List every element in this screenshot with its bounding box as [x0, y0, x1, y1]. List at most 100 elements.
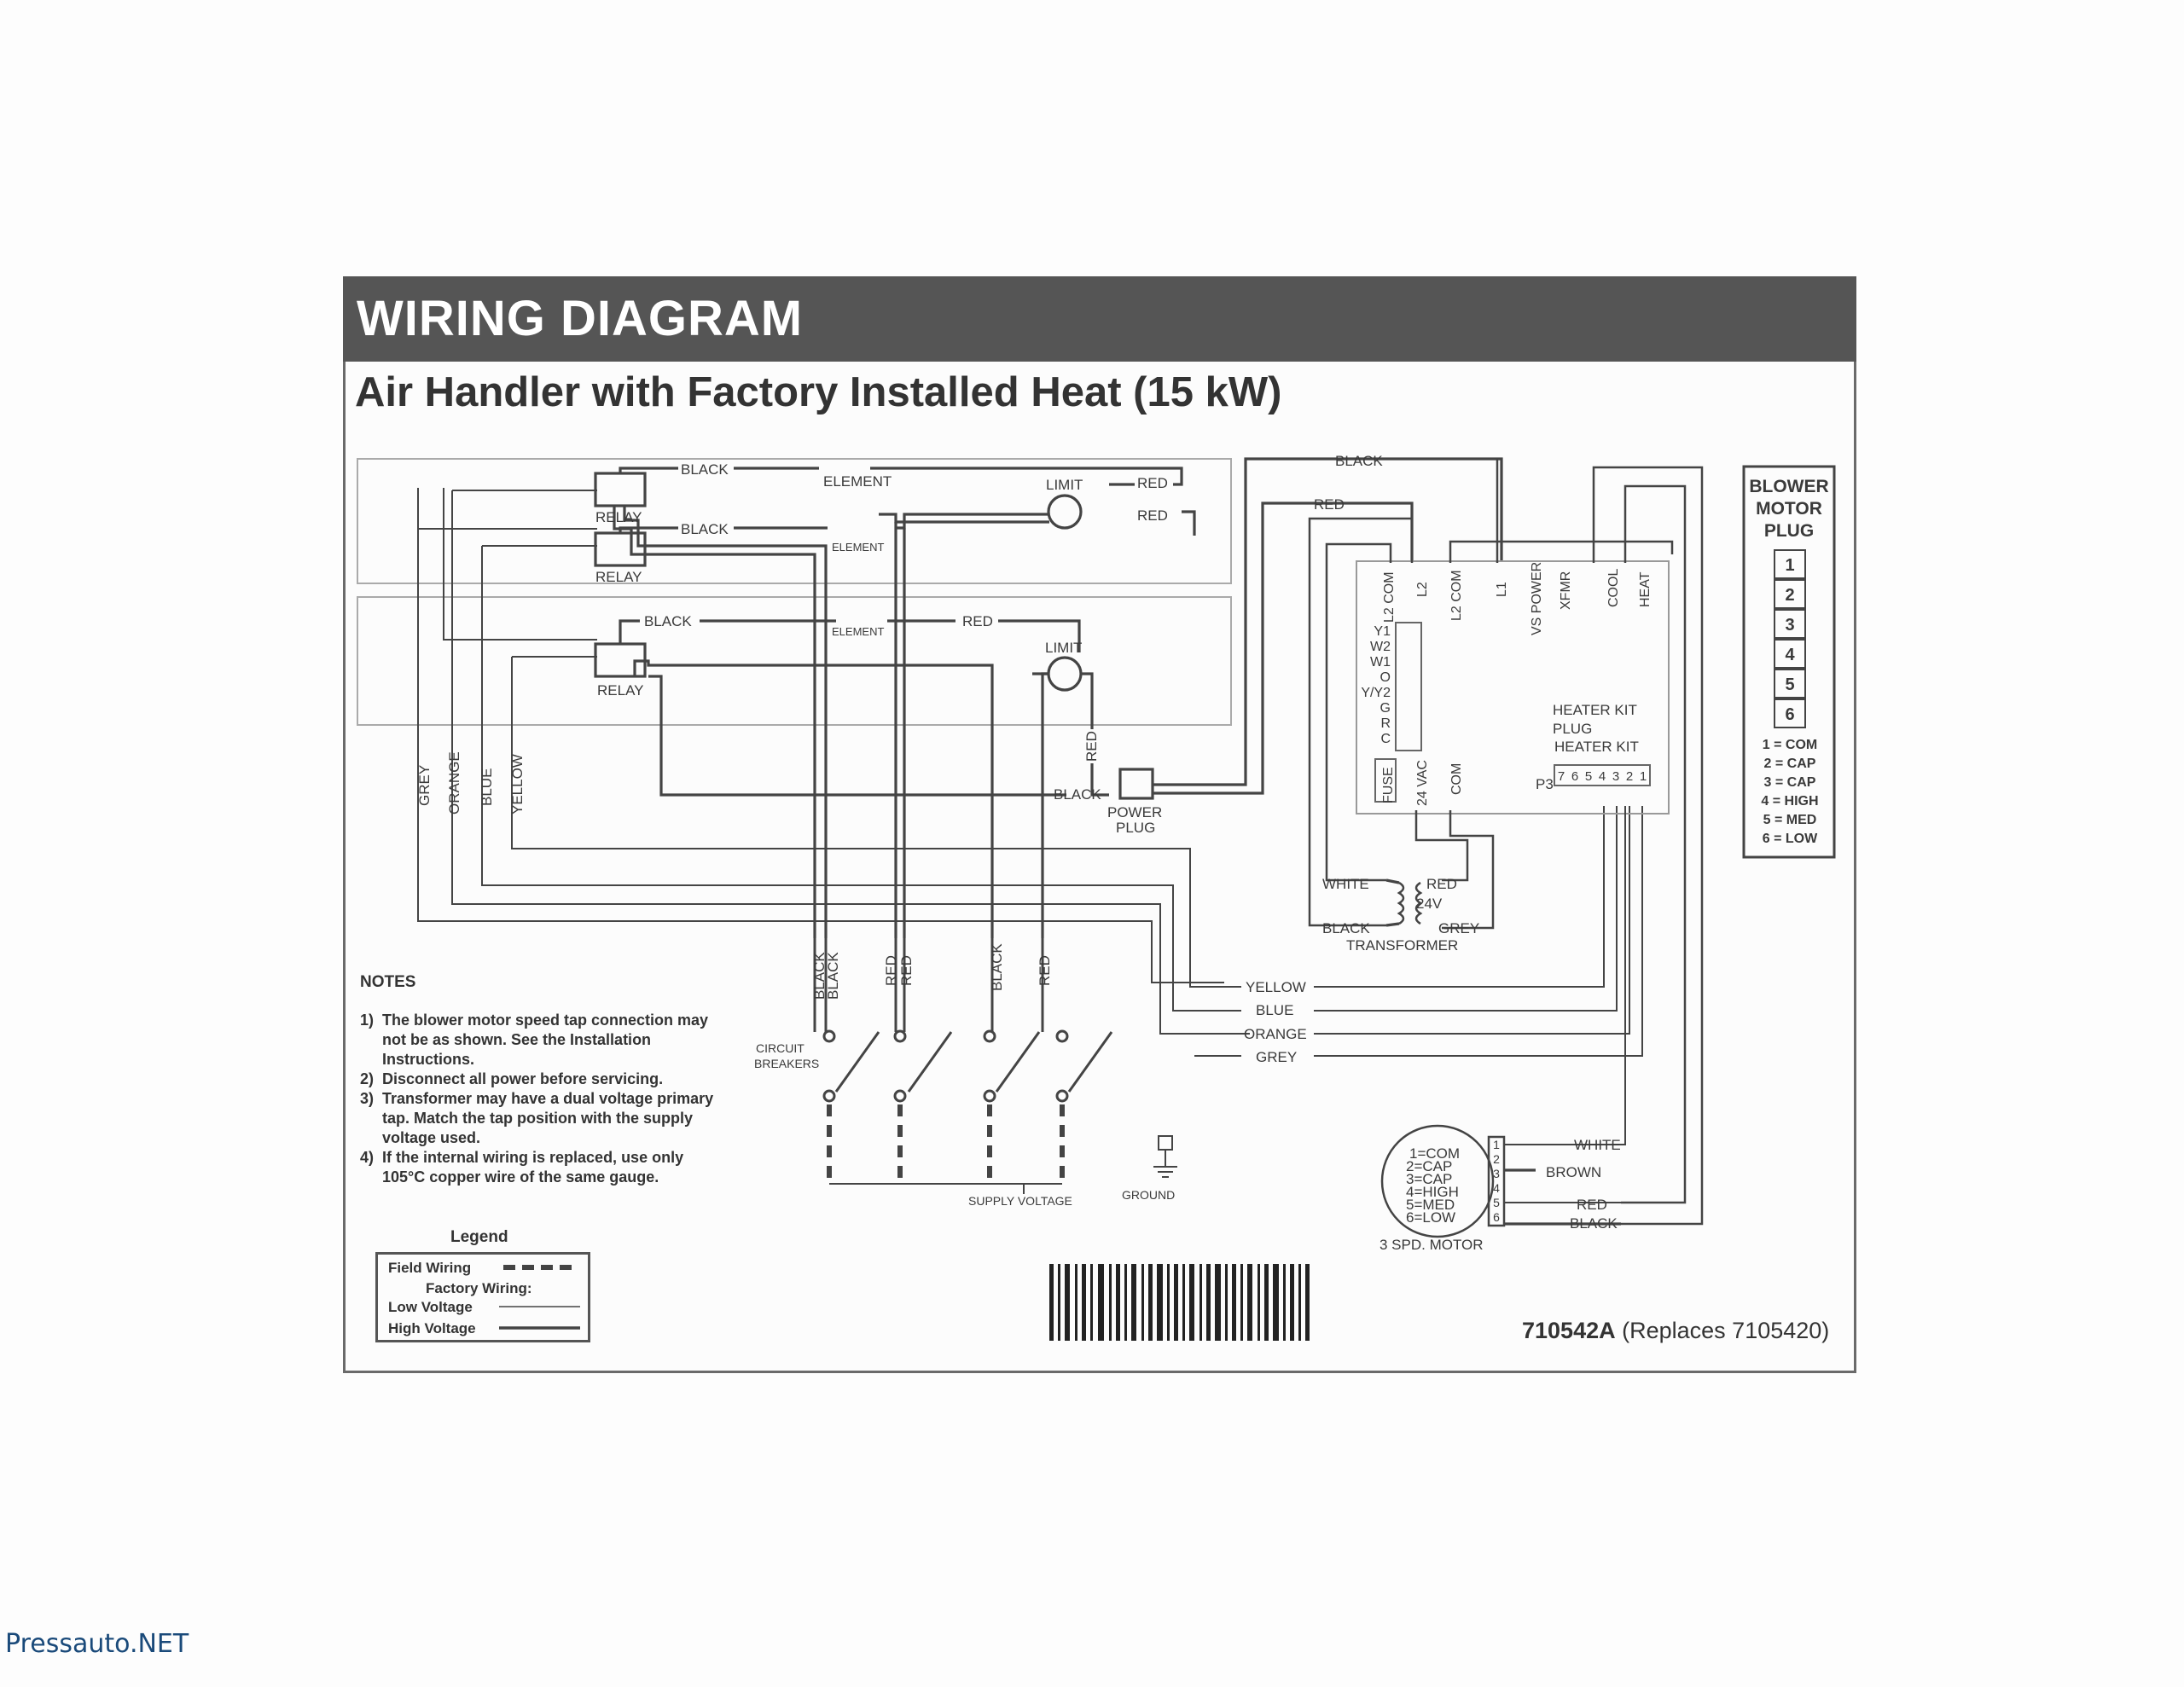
part-number: 710542A (Replaces 7105420): [1522, 1318, 1829, 1344]
terminal-r: R: [1380, 716, 1391, 731]
terminal-y1: Y1: [1374, 624, 1391, 639]
label-relay-3: RELAY: [597, 682, 644, 699]
motor-circle: [1380, 1124, 1495, 1238]
terminal-cool: COOL: [1606, 569, 1621, 607]
heater-kit-plug-line-2: PLUG: [1553, 721, 1592, 737]
blower-pin: 4: [1785, 646, 1795, 664]
control-board-bottom-terminals: FUSE 24 VAC COM: [1381, 760, 1464, 806]
blower-key-line: 6 = LOW: [1763, 832, 1818, 846]
notes-heading: NOTES: [360, 973, 416, 991]
p3-pin: 4: [1599, 769, 1606, 784]
heater-kit-plug-line-1: HEATER KIT: [1553, 702, 1637, 718]
diagram-subtitle: Air Handler with Factory Installed Heat …: [355, 369, 1282, 415]
label-black-7: BLACK: [1570, 1215, 1618, 1232]
motor-pin: 4: [1493, 1181, 1500, 1195]
label-grey-2: GREY: [1256, 1049, 1297, 1065]
motor-terminal-strip: [1487, 1135, 1506, 1227]
blower-motor-plug-key: 1 = COM 2 = CAP 3 = CAP 4 = HIGH 5 = MED…: [1761, 738, 1818, 846]
note-item: 1) The blower motor speed tap connection…: [360, 1011, 718, 1070]
terminal-y-y2: Y/Y2: [1361, 686, 1391, 700]
transformer-secondary: [1414, 881, 1423, 925]
legend-factory-wiring: Factory Wiring:: [426, 1280, 532, 1296]
blower-motor-plug-box: [1742, 465, 1836, 859]
motor-pin: 5: [1493, 1196, 1500, 1209]
terminal-w2: W2: [1370, 640, 1391, 654]
terminal-l2-com-2: L2 COM: [1449, 570, 1464, 621]
label-black-5: BLACK: [1335, 453, 1383, 469]
note-item: 4) If the internal wiring is replaced, u…: [360, 1148, 718, 1187]
motor-label: 3 SPD. MOTOR: [1380, 1237, 1484, 1253]
motor-pin: 1: [1493, 1138, 1500, 1151]
label-red-6: RED: [1577, 1197, 1607, 1213]
p3-pin-numbers: 7 6 5 4 3 2 1: [1558, 769, 1647, 784]
label-blue-vertical: BLUE: [479, 768, 495, 806]
circuit-breakers-label-2: BREAKERS: [754, 1057, 819, 1070]
barcode: [1049, 1264, 1310, 1341]
blower-pin: 2: [1785, 586, 1794, 605]
control-board: [1356, 560, 1670, 815]
power-plug-label-2: PLUG: [1116, 820, 1155, 836]
p3-label: P3: [1536, 776, 1554, 792]
limit-switch-2: [1047, 656, 1083, 692]
legend-box: Field Wiring Factory Wiring: Low Voltage…: [375, 1252, 590, 1342]
diagram-title: WIRING DIAGRAM: [357, 291, 804, 346]
note-number: 1): [360, 1012, 375, 1029]
label-black-4: BLACK: [1054, 786, 1101, 803]
label-white-2: WHITE: [1574, 1137, 1621, 1153]
p3-pin: 7: [1558, 769, 1565, 784]
label-limit-2: LIMIT: [1045, 640, 1082, 656]
legend-title: Legend: [450, 1228, 508, 1246]
terminal-c: C: [1380, 732, 1391, 746]
terminal-w1: W1: [1370, 655, 1391, 670]
part-number-code: 710542A: [1522, 1318, 1616, 1343]
label-red-5: RED: [1426, 876, 1457, 892]
note-item: 2) Disconnect all power before servicing…: [360, 1070, 718, 1089]
label-element-1: ELEMENT: [823, 473, 892, 490]
note-item: 3) Transformer may have a dual voltage p…: [360, 1089, 718, 1148]
blower-key-line: 1 = COM: [1763, 738, 1817, 752]
label-red-1: RED: [1137, 475, 1168, 491]
terminal-l1: L1: [1495, 582, 1509, 597]
power-plug-label-1: POWER: [1107, 804, 1162, 820]
motor-tap: 5=MED: [1406, 1197, 1455, 1213]
label-orange: ORANGE: [1244, 1026, 1307, 1042]
label-element-3: ELEMENT: [832, 625, 884, 638]
label-limit-1: LIMIT: [1046, 477, 1083, 493]
heater-kit-plug-label-1: HEATER KIT: [1554, 739, 1639, 755]
label-red-v4: RED: [1083, 731, 1100, 762]
label-red-v1: RED: [883, 955, 899, 986]
limit-switch-1: [1047, 494, 1083, 530]
label-black-3: BLACK: [644, 613, 692, 629]
blower-motor-plug-pins: 1 2 3 4 5 6: [1785, 556, 1795, 724]
ground-symbol: [1153, 1135, 1177, 1178]
p3-pin: 2: [1626, 769, 1633, 784]
note-number: 2): [360, 1070, 375, 1087]
label-orange-vertical: ORANGE: [446, 751, 462, 815]
relay-1: [594, 472, 647, 507]
legend-high-voltage: High Voltage: [388, 1320, 476, 1336]
note-number: 3): [360, 1090, 375, 1107]
terminal-l2: L2: [1415, 582, 1430, 597]
note-text: Disconnect all power before servicing.: [382, 1070, 664, 1087]
label-element-2: ELEMENT: [832, 541, 884, 554]
label-blue: BLUE: [1256, 1002, 1293, 1018]
label-grey-1: GREY: [1438, 920, 1479, 936]
label-relay-2: RELAY: [595, 569, 642, 585]
watermark: Pressauto.NET: [5, 1629, 189, 1659]
blower-pin: 3: [1785, 616, 1794, 635]
control-board-left-terminals: Y1 W2 W1 O Y/Y2 G R C: [1361, 624, 1391, 746]
transformer-primary: [1397, 881, 1405, 925]
terminal-g: G: [1380, 701, 1391, 716]
terminal-l2-com-1: L2 COM: [1382, 571, 1397, 623]
label-black-v3: BLACK: [989, 943, 1005, 991]
p3-pin: 1: [1640, 769, 1647, 784]
part-number-replaces: (Replaces 7105420): [1622, 1318, 1830, 1343]
blower-key-line: 3 = CAP: [1764, 775, 1816, 790]
control-board-top-terminals: L2 COM L2 L2 COM L1 VS POWER XFMR COOL H…: [1382, 562, 1653, 635]
label-black-v1: BLACK: [811, 952, 828, 1000]
terminal-heat: HEAT: [1638, 571, 1653, 607]
label-grey-vertical: GREY: [416, 765, 433, 806]
ground-label: GROUND: [1122, 1188, 1175, 1202]
label-black-1: BLACK: [681, 461, 729, 478]
p3-pin: 5: [1585, 769, 1592, 784]
